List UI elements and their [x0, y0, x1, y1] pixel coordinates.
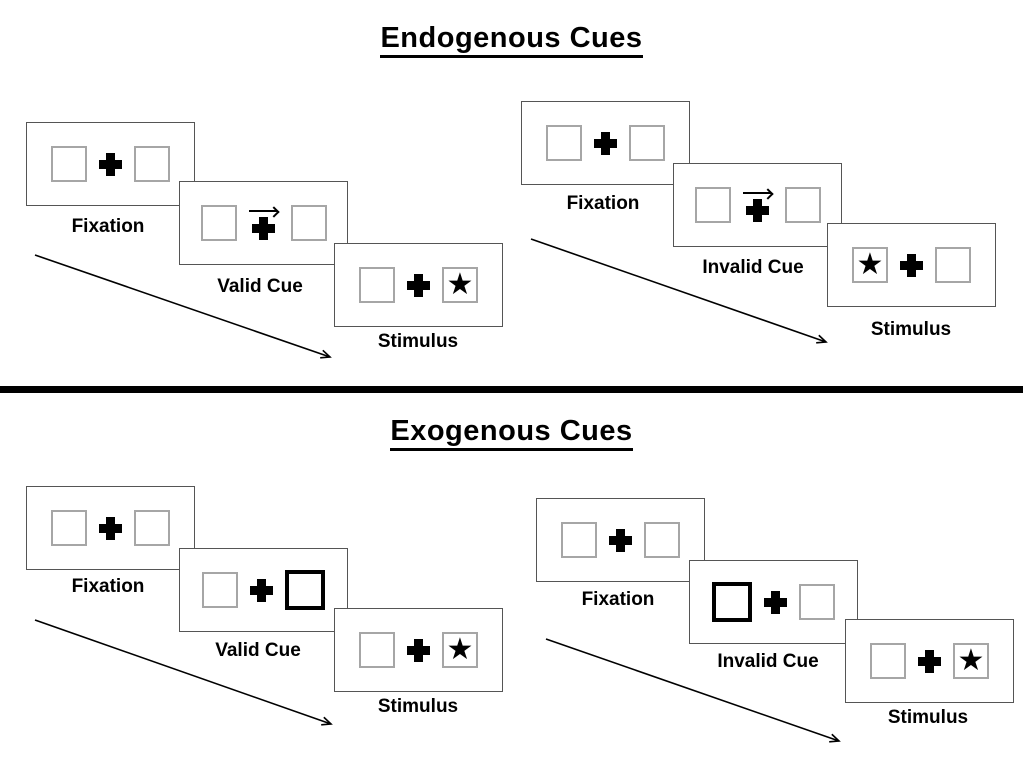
arrow-right-cue-icon — [742, 188, 773, 197]
section-divider — [0, 386, 1023, 393]
right-placeholder-box — [629, 125, 665, 161]
panel-exogenous-invalid-cue — [689, 560, 858, 644]
left-placeholder-box — [359, 632, 395, 668]
panel-exogenous-valid-cue — [179, 548, 348, 632]
fixation-cross-icon — [594, 131, 617, 155]
timeline-arrow-endogenous-valid — [34, 254, 332, 359]
panel-endogenous-invalid-cue — [673, 163, 842, 247]
left-placeholder-box — [546, 125, 582, 161]
frame-label-valid-cue: Valid Cue — [217, 276, 303, 297]
frame-label-fixation: Fixation — [71, 576, 145, 597]
timeline-arrow-exogenous-valid — [34, 619, 333, 726]
arrow-right-cue-icon — [248, 206, 279, 215]
star-icon: ★ — [856, 247, 884, 282]
fixation-cross-icon — [407, 638, 430, 662]
left-cue-highlight-box — [712, 582, 752, 622]
frame-label-stimulus: Stimulus — [887, 707, 969, 728]
left-placeholder-box — [359, 267, 395, 303]
frame-label-stimulus: Stimulus — [870, 319, 952, 340]
right-target-box: ★ — [442, 632, 478, 668]
right-target-box: ★ — [442, 267, 478, 303]
left-placeholder-box — [200, 205, 237, 241]
frame-label-fixation: Fixation — [71, 216, 145, 237]
right-placeholder-box — [799, 584, 835, 620]
right-placeholder-box — [935, 247, 971, 283]
fixation-cross-icon — [252, 217, 275, 240]
right-cue-highlight-box — [285, 570, 325, 610]
fixation-cross-icon — [746, 199, 769, 222]
star-icon: ★ — [957, 643, 985, 678]
fixation-cross-icon — [609, 528, 632, 552]
right-placeholder-box — [290, 205, 327, 241]
left-placeholder-box — [561, 522, 597, 558]
panel-exogenous-valid-stimulus: ★ — [334, 608, 503, 692]
panel-endogenous-invalid-stimulus: ★ — [827, 223, 996, 307]
star-icon: ★ — [446, 267, 474, 302]
left-placeholder-box — [51, 510, 87, 546]
panel-endogenous-invalid-fixation — [521, 101, 690, 185]
right-placeholder-box — [644, 522, 680, 558]
left-placeholder-box — [694, 187, 731, 223]
endogenous-section-title: Endogenous Cues — [0, 22, 1023, 58]
fixation-cross-icon — [99, 516, 122, 540]
fixation-cross-icon — [250, 578, 273, 602]
frame-label-invalid-cue: Invalid Cue — [702, 257, 804, 278]
panel-endogenous-valid-stimulus: ★ — [334, 243, 503, 327]
frame-label-invalid-cue: Invalid Cue — [717, 651, 819, 672]
left-placeholder-box — [870, 643, 906, 679]
exogenous-section-title: Exogenous Cues — [0, 415, 1023, 451]
frame-label-fixation: Fixation — [581, 589, 655, 610]
frame-label-stimulus: Stimulus — [377, 696, 459, 717]
fixation-cross-icon — [900, 253, 923, 277]
panel-exogenous-invalid-fixation — [536, 498, 705, 582]
section-title-text: Endogenous Cues — [380, 22, 643, 58]
fixation-cross-icon — [918, 649, 941, 673]
section-title-text: Exogenous Cues — [390, 415, 633, 451]
frame-label-fixation: Fixation — [566, 193, 640, 214]
fixation-cross-icon — [99, 152, 122, 176]
fixation-cross-icon — [407, 273, 430, 297]
panel-endogenous-valid-cue — [179, 181, 348, 265]
panel-exogenous-valid-fixation — [26, 486, 195, 570]
left-placeholder-box — [51, 146, 87, 182]
timeline-arrow-endogenous-invalid — [530, 238, 828, 344]
fixation-cross-icon — [764, 590, 787, 614]
star-icon: ★ — [446, 632, 474, 667]
panel-exogenous-invalid-stimulus: ★ — [845, 619, 1014, 703]
right-placeholder-box — [134, 510, 170, 546]
frame-label-stimulus: Stimulus — [377, 331, 459, 352]
right-placeholder-box — [134, 146, 170, 182]
left-target-box: ★ — [852, 247, 888, 283]
frame-label-valid-cue: Valid Cue — [215, 640, 301, 661]
left-placeholder-box — [202, 572, 238, 608]
panel-endogenous-valid-fixation — [26, 122, 195, 206]
right-placeholder-box — [784, 187, 821, 223]
right-target-box: ★ — [953, 643, 989, 679]
